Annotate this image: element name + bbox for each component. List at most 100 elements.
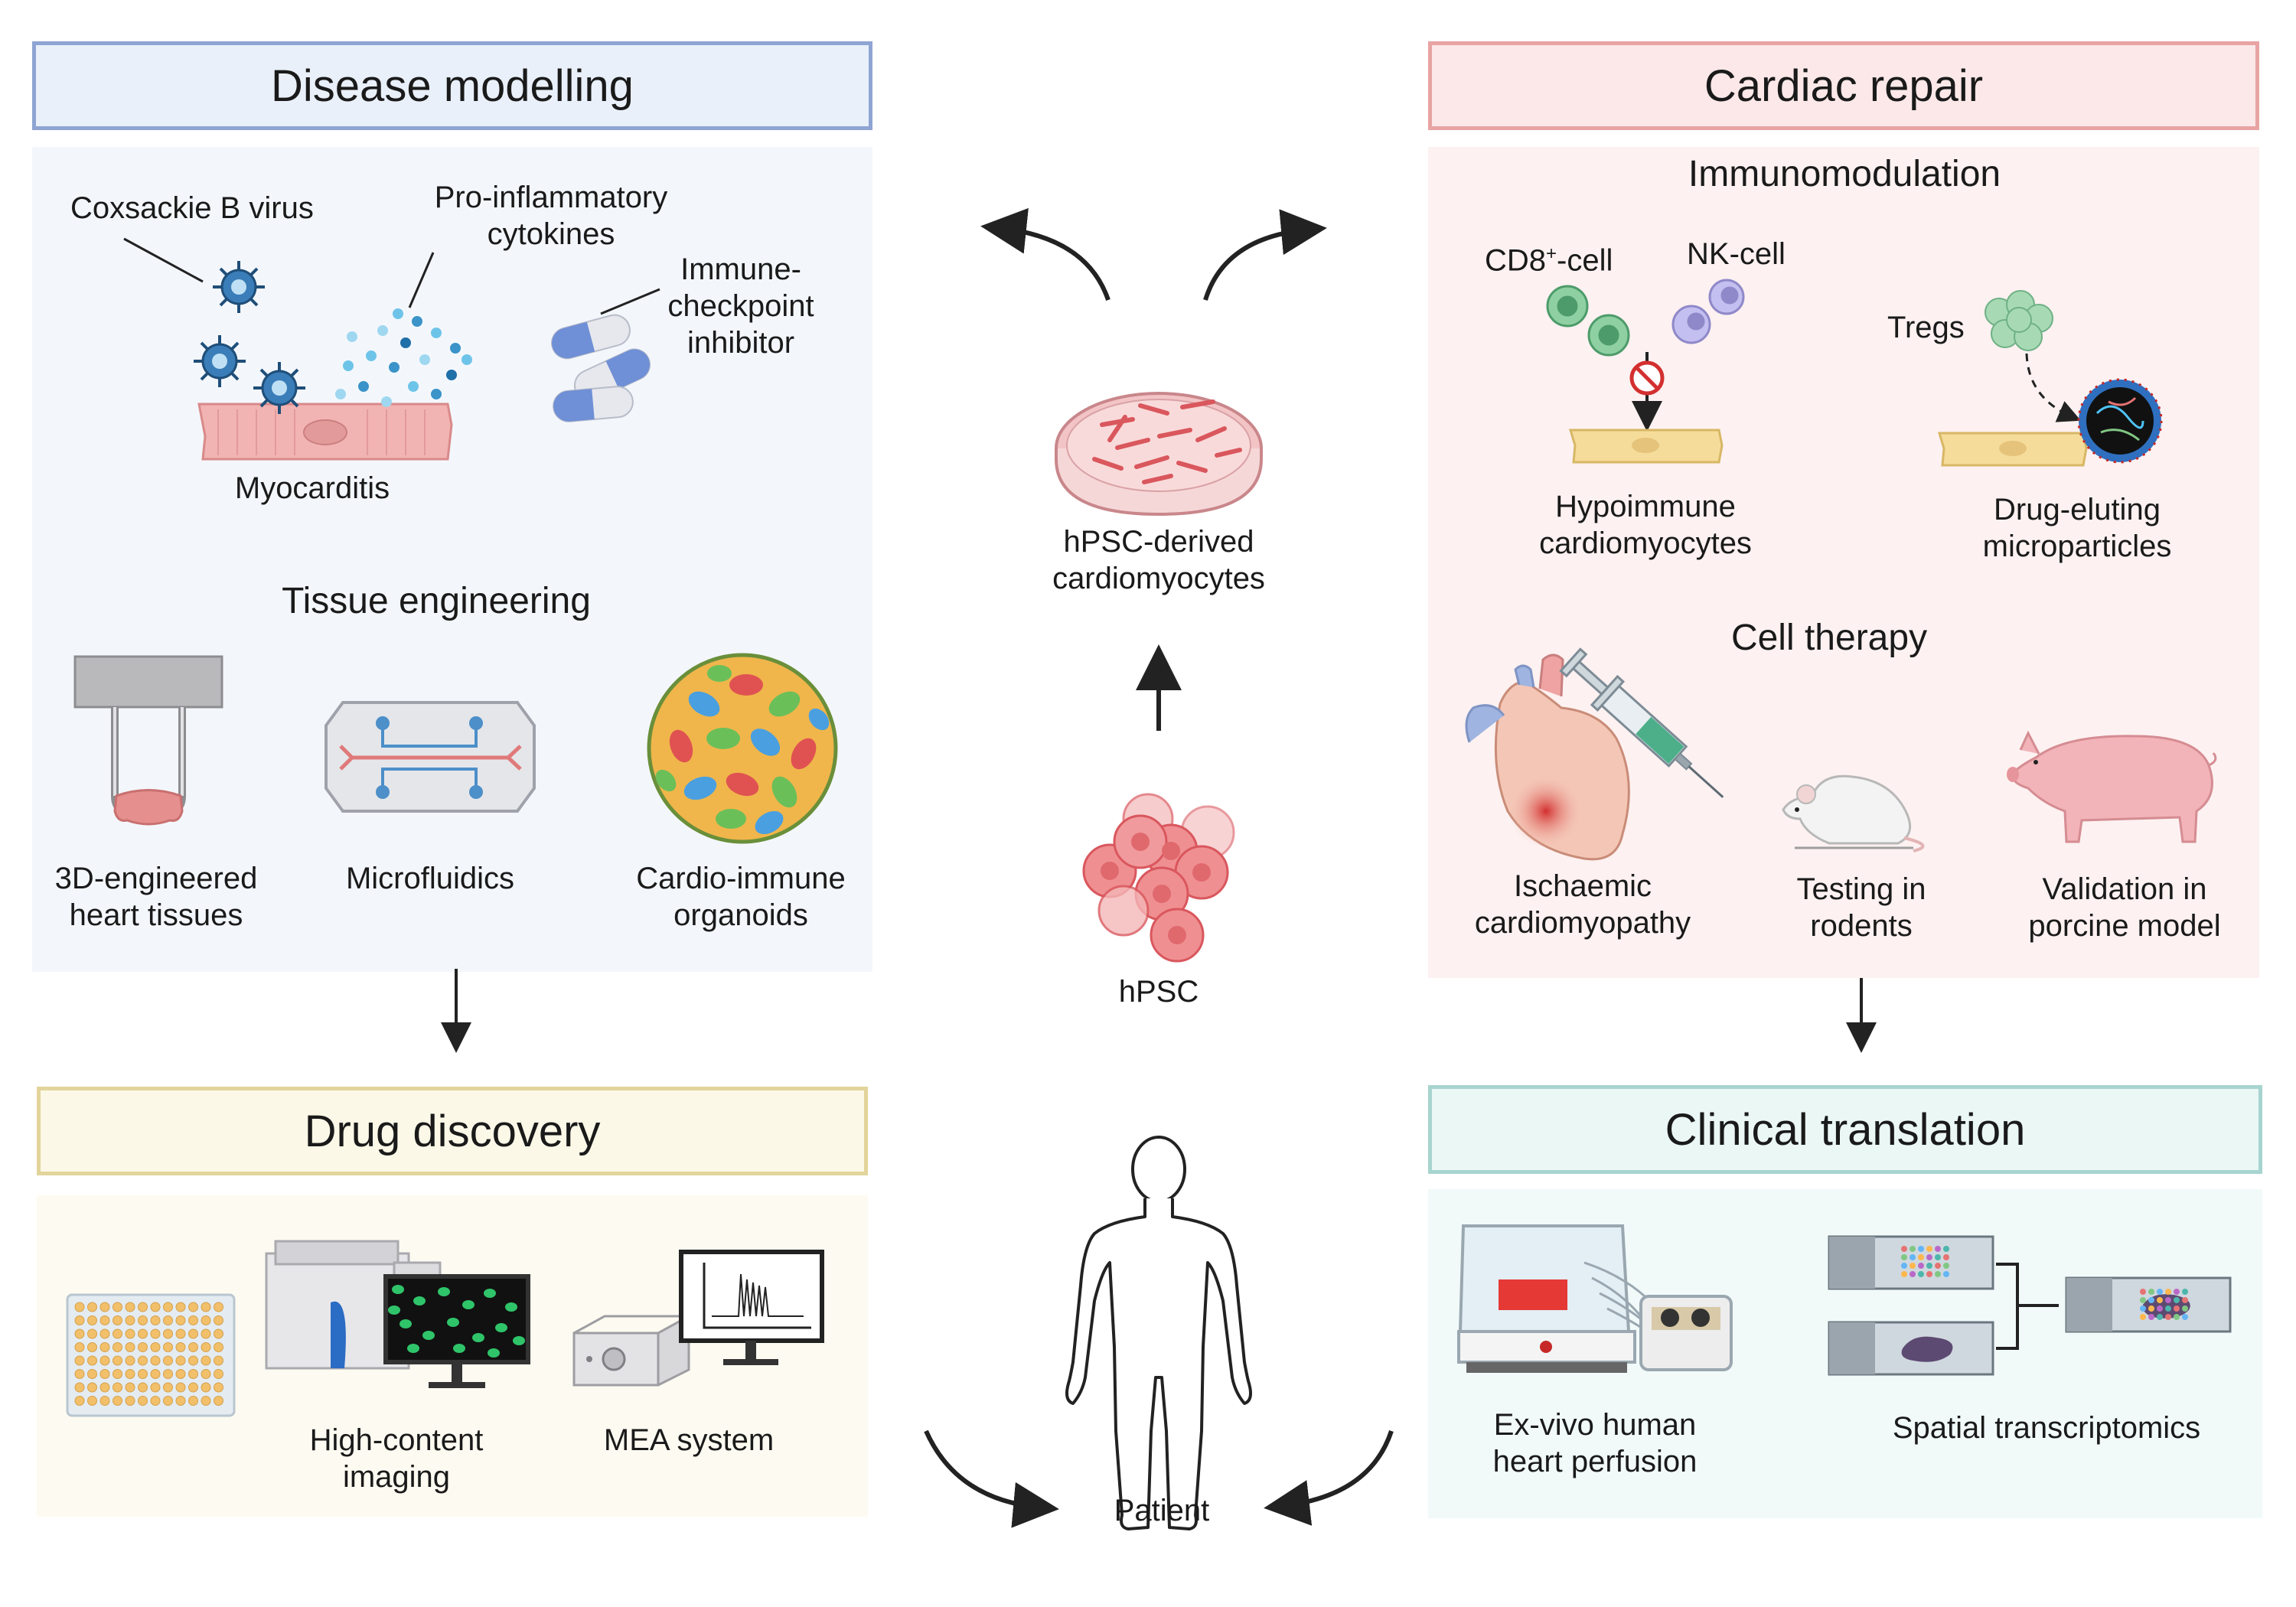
spot [2140, 1289, 2146, 1295]
well [99, 1382, 110, 1393]
well [113, 1382, 122, 1393]
well [74, 1396, 85, 1406]
well [99, 1369, 110, 1379]
tissue-engineering-illustrations [73, 653, 838, 844]
well [214, 1355, 223, 1366]
treg-cells [1985, 290, 2053, 351]
well [113, 1302, 122, 1312]
spot [2165, 1289, 2171, 1295]
cd8-cell-label: CD8+-cell [1485, 243, 1613, 278]
cell-mark [438, 1287, 450, 1296]
spot [1926, 1263, 1932, 1269]
disease-modelling-title: Disease modelling [271, 60, 634, 111]
well [214, 1302, 223, 1312]
hypoimmune-strip [1568, 429, 1724, 464]
cell-mark [392, 1285, 404, 1294]
perfusion-label: Ex-vivo human heart perfusion [1492, 1408, 1698, 1478]
tregs-label: Tregs [1887, 311, 1965, 344]
well [175, 1328, 186, 1339]
rat-icon [1782, 774, 1925, 852]
well [74, 1328, 85, 1339]
well [87, 1328, 97, 1339]
spot [1943, 1271, 1949, 1277]
well [175, 1382, 186, 1393]
well [188, 1328, 198, 1339]
cell-mark [495, 1323, 507, 1332]
microparticles-label: Drug-eluting microparticles [1982, 493, 2172, 563]
spot [2157, 1314, 2163, 1320]
drug-discovery-title: Drug discovery [304, 1106, 601, 1156]
spot [1901, 1246, 1907, 1252]
spot [2148, 1297, 2154, 1303]
well [150, 1382, 161, 1393]
well [150, 1328, 161, 1339]
well [113, 1369, 122, 1379]
well [99, 1302, 110, 1312]
spot [2182, 1305, 2188, 1312]
well [87, 1302, 97, 1312]
mea-monitor-icon [679, 1250, 824, 1365]
well [175, 1315, 186, 1325]
cell-mark [413, 1296, 426, 1305]
cytokines-label: Pro-inflammatory cytokines [434, 181, 668, 251]
well [74, 1342, 85, 1352]
well [74, 1355, 85, 1366]
well [138, 1328, 148, 1339]
spot [2174, 1289, 2180, 1295]
cell-mark [472, 1333, 484, 1342]
organoid-icon [647, 653, 838, 844]
hypoimmune-label: Hypoimmune cardiomyocytes [1539, 490, 1752, 560]
well [99, 1328, 110, 1339]
well [138, 1382, 148, 1393]
well [113, 1355, 122, 1366]
myocarditis-label: Myocarditis [234, 471, 390, 505]
cell-mark [513, 1336, 525, 1345]
well [113, 1396, 122, 1406]
spot [2165, 1305, 2171, 1312]
well [87, 1342, 97, 1352]
disease-modelling-header: Disease modelling [32, 41, 872, 130]
well [175, 1396, 186, 1406]
spot [1935, 1246, 1941, 1252]
mea-system-label: MEA system [603, 1423, 775, 1457]
well [188, 1342, 198, 1352]
porcine-label: Validation in porcine model [2028, 872, 2221, 943]
well [201, 1382, 211, 1393]
cell-mark [453, 1344, 465, 1353]
imaging-monitor-icon [383, 1274, 530, 1388]
well [214, 1382, 223, 1393]
well [138, 1302, 148, 1312]
well [150, 1396, 161, 1406]
spot [1935, 1263, 1941, 1269]
well [113, 1328, 122, 1339]
spot [1926, 1246, 1932, 1252]
arrow-drug-to-patient [924, 1429, 1059, 1528]
well [150, 1302, 161, 1312]
well [74, 1382, 85, 1393]
well [87, 1355, 97, 1366]
spot [2165, 1314, 2171, 1320]
clinical-translation-header: Clinical translation [1428, 1085, 2262, 1174]
well [138, 1355, 148, 1366]
well-plate-icon [66, 1293, 236, 1417]
cell-mark [484, 1289, 496, 1298]
pill-capsules [551, 314, 651, 422]
immune-checkpoint-label: Immune- checkpoint inhibitor [667, 253, 814, 360]
well [201, 1302, 211, 1312]
spot [1910, 1263, 1916, 1269]
spot [2157, 1305, 2163, 1312]
clinical-translation-title: Clinical translation [1665, 1104, 2026, 1155]
arrow-clinical-to-patient [1264, 1430, 1394, 1526]
spot [1943, 1254, 1949, 1260]
spot [1901, 1254, 1907, 1260]
well [74, 1302, 85, 1312]
well [201, 1328, 211, 1339]
perfusion-device-icon [1457, 1224, 1733, 1373]
well [74, 1315, 85, 1325]
hpsc-label: hPSC [1118, 975, 1199, 1009]
well [125, 1302, 135, 1312]
well [99, 1342, 110, 1352]
well [138, 1396, 148, 1406]
